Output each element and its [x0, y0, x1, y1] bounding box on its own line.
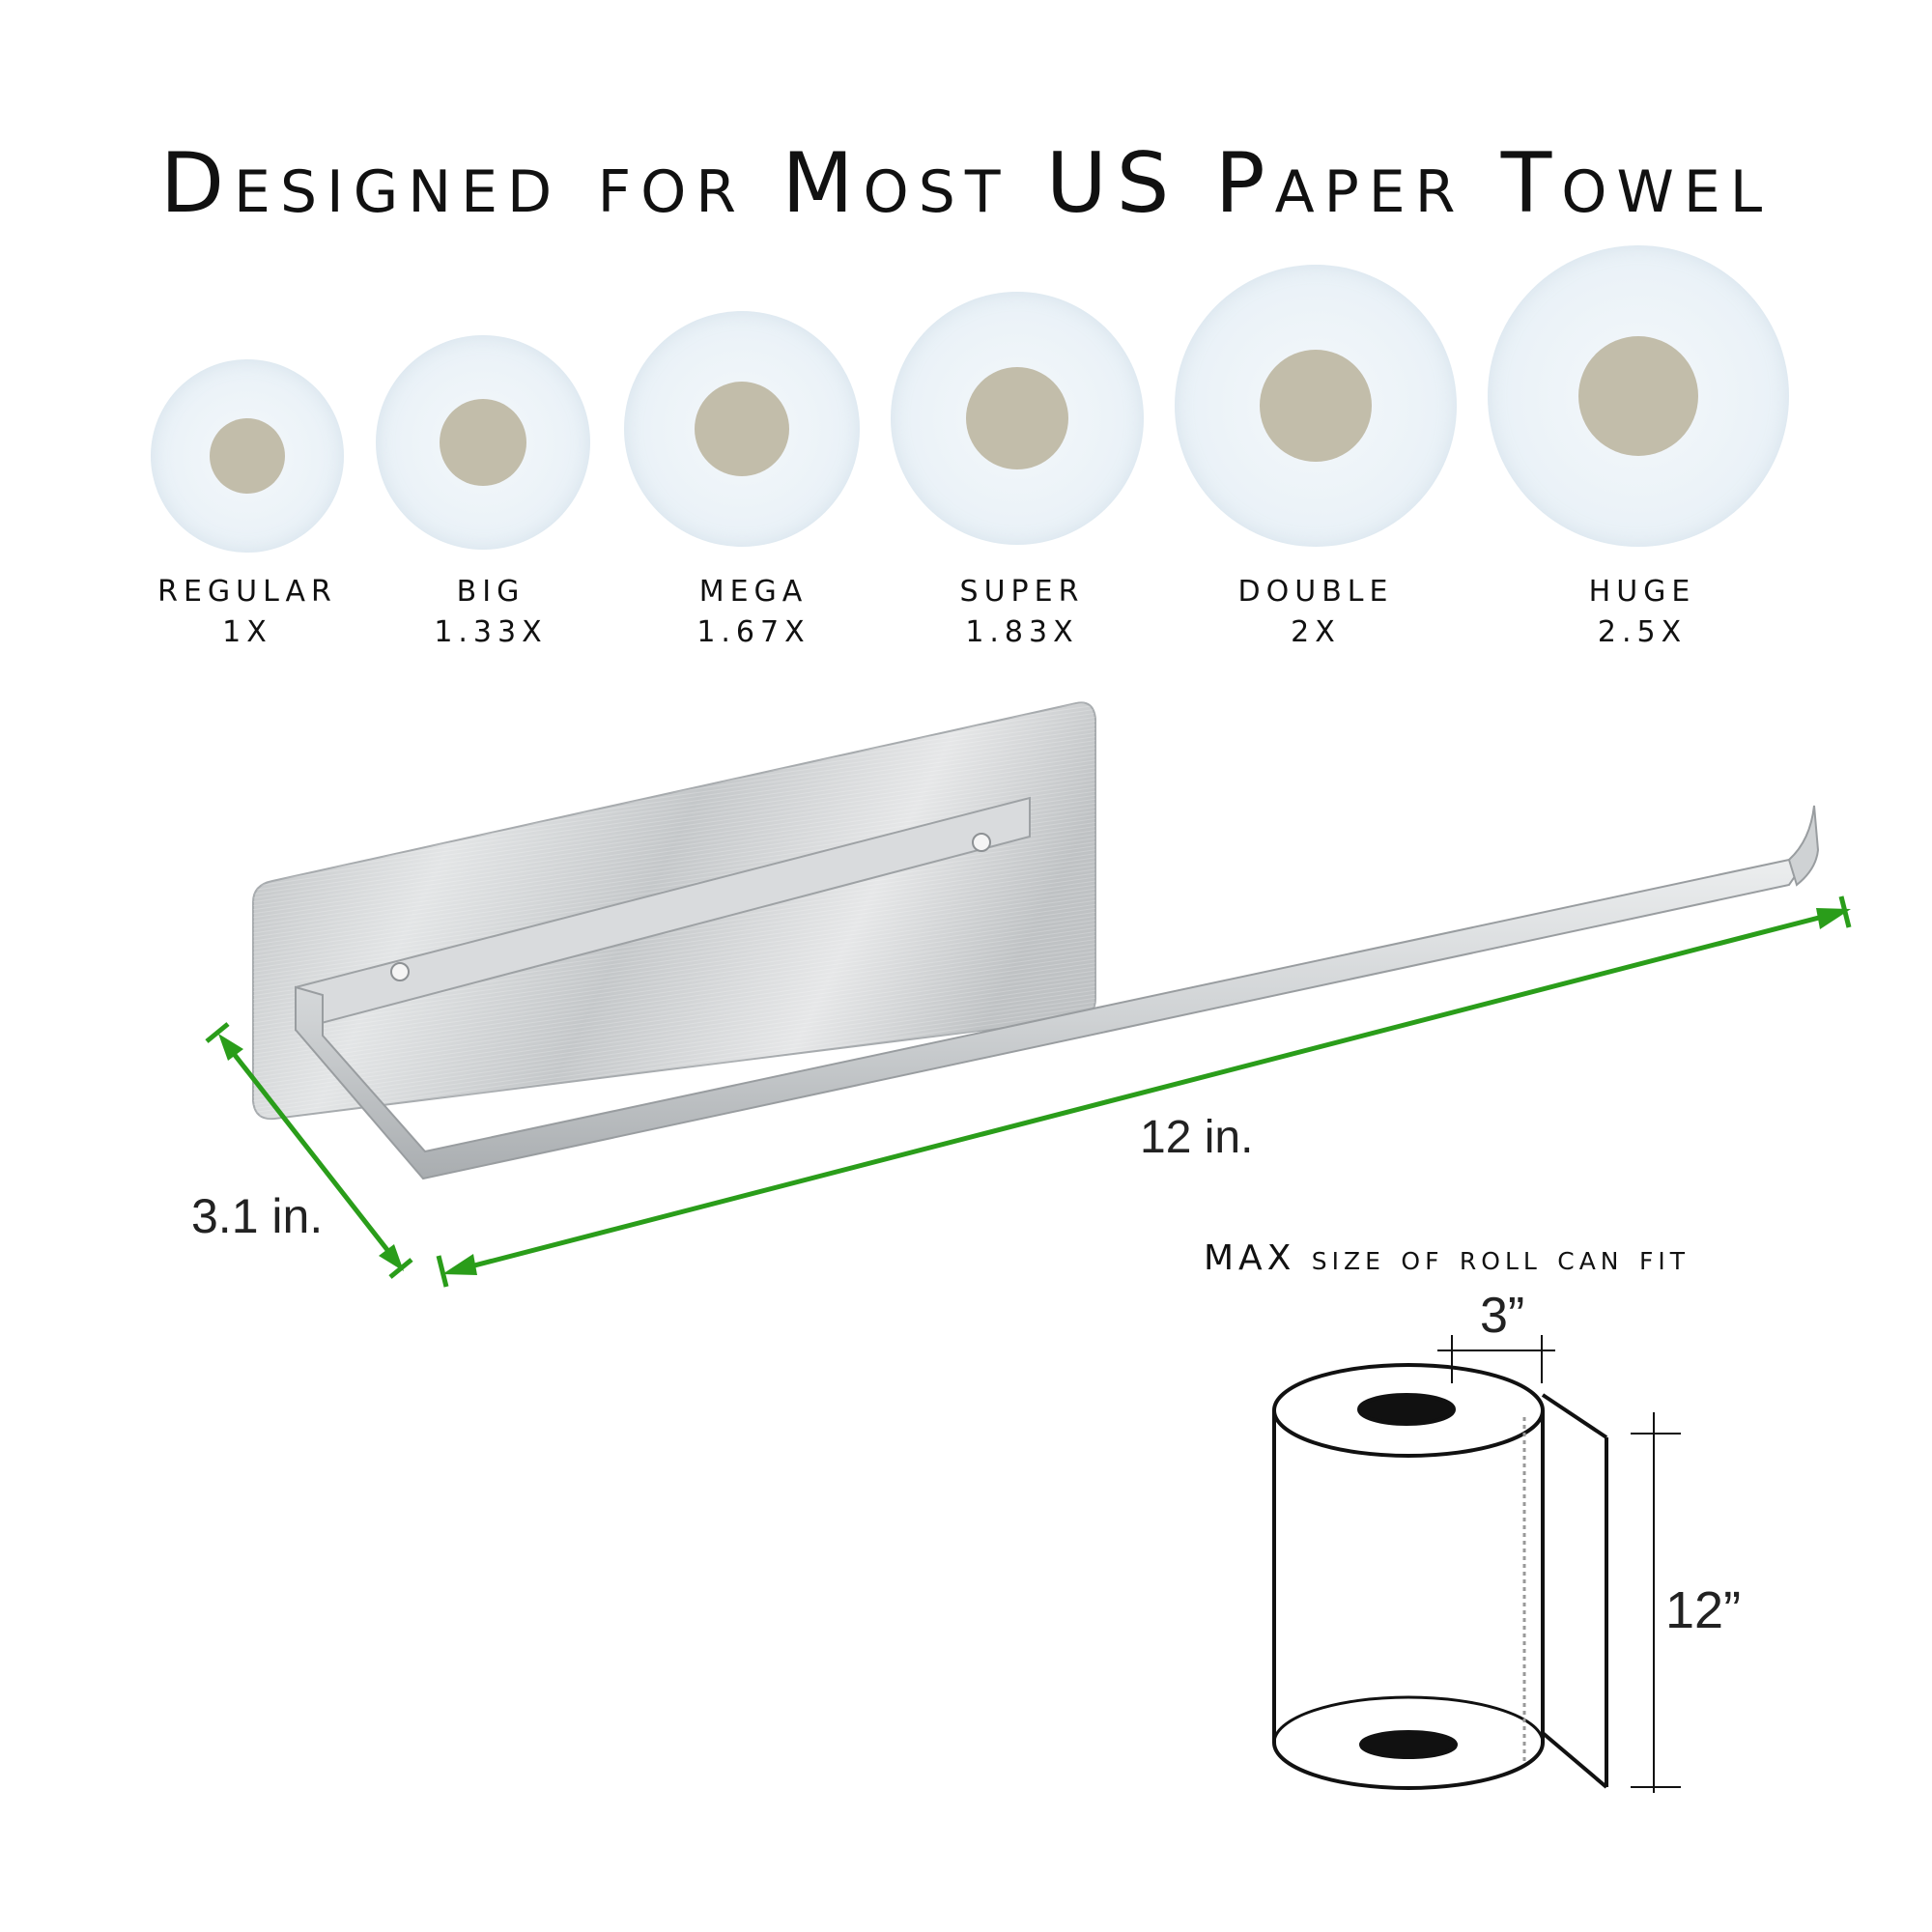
max-roll-diameter-label: 3”	[1480, 1288, 1525, 1344]
roll-super-icon	[891, 292, 1144, 545]
roll-core-icon	[1260, 350, 1372, 462]
roll-core-icon	[440, 399, 526, 486]
screw-icon	[390, 962, 410, 981]
towel-bar	[295, 805, 1820, 1180]
roll-label-mega: MEGA 1.67X	[609, 572, 898, 653]
roll-core-icon	[695, 382, 789, 476]
roll-label-regular: REGULAR 1X	[102, 572, 392, 653]
roll-big-icon	[376, 335, 590, 550]
roll-multiplier: 1.83X	[965, 615, 1079, 649]
roll-regular-icon	[151, 359, 344, 553]
roll-name: SUPER	[959, 575, 1085, 609]
screw-icon	[972, 833, 991, 852]
roll-name: REGULAR	[157, 575, 337, 609]
roll-label-super: SUPER 1.83X	[877, 572, 1167, 653]
roll-name: HUGE	[1588, 575, 1696, 609]
depth-label: 3.1 in.	[191, 1189, 324, 1243]
roll-core-icon	[966, 367, 1068, 469]
max-roll-caption: MAX size of roll can fit	[1204, 1238, 1690, 1278]
roll-multiplier: 2.5X	[1597, 615, 1688, 649]
roll-label-big: BIG 1.33X	[346, 572, 636, 653]
roll-name: BIG	[456, 575, 526, 609]
max-roll-height-label: 12”	[1665, 1581, 1742, 1639]
roll-multiplier: 1.33X	[434, 615, 548, 649]
roll-huge-icon	[1488, 245, 1789, 547]
roll-core-icon	[210, 418, 285, 494]
roll-mega-icon	[624, 311, 860, 547]
roll-label-huge: HUGE 2.5X	[1497, 572, 1787, 653]
roll-core-icon	[1578, 336, 1698, 456]
depth-dimension-line	[205, 1022, 413, 1279]
roll-name: DOUBLE	[1237, 575, 1394, 609]
roll-multiplier: 1.67X	[696, 615, 810, 649]
length-dimension-line	[436, 895, 1852, 1288]
length-label: 12 in.	[1140, 1112, 1254, 1163]
roll-multiplier: 2X	[1291, 615, 1341, 649]
page-title: Designed for Most US Paper Towel	[159, 135, 1773, 232]
roll-multiplier: 1X	[222, 615, 272, 649]
roll-label-double: DOUBLE 2X	[1171, 572, 1461, 653]
max-roll-drawing	[1272, 1335, 1681, 1793]
roll-name: MEGA	[698, 575, 809, 609]
roll-double-icon	[1175, 265, 1457, 547]
